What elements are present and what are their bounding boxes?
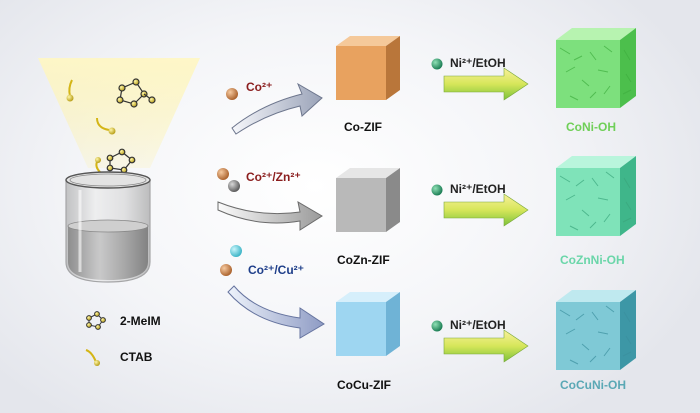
row2-ion-label: Co²⁺/Zn²⁺ (246, 170, 301, 184)
row3-reagent-label: Ni²⁺/EtOH (450, 318, 506, 332)
arrow-to-coni-oh (443, 67, 529, 101)
arrow-to-cocu-zif (227, 285, 325, 339)
meim-molecule-beaker (95, 148, 136, 174)
co-zif-cube (336, 36, 400, 100)
legend-ctab-icon (85, 349, 100, 366)
coni-oh-cube (556, 28, 636, 108)
zn-ion-ball (228, 180, 240, 192)
cozn-zif-cube (336, 168, 400, 232)
light-cone (38, 58, 200, 168)
arrow-to-co-zif (231, 82, 323, 135)
co-ion-ball (220, 264, 232, 276)
row3-zif-label: CoCu-ZIF (337, 378, 391, 392)
ni-ion-ball (431, 58, 443, 70)
row3-ion-label: Co²⁺/Cu²⁺ (248, 263, 304, 277)
co-ion-ball (226, 88, 238, 100)
row1-ion-label: Co²⁺ (246, 80, 273, 94)
legend-meim-label: 2-MeIM (120, 314, 161, 328)
legend-meim-icon (86, 311, 106, 330)
arrow-to-cozn-zif (217, 201, 323, 231)
cocu-zif-cube (336, 292, 400, 356)
arrow-to-coznni-oh (443, 193, 529, 227)
row1-reagent-label: Ni²⁺/EtOH (450, 56, 506, 70)
coznni-oh-cube (556, 156, 636, 236)
cocuni-oh-cube (556, 290, 636, 370)
row2-zif-label: CoZn-ZIF (337, 253, 390, 267)
co-ion-ball (217, 168, 229, 180)
row1-zif-label: Co-ZIF (344, 120, 382, 134)
row2-product-label: CoZnNi-OH (560, 253, 625, 267)
legend-ctab-label: CTAB (120, 350, 153, 364)
beaker (65, 171, 151, 283)
meim-molecule (116, 78, 156, 108)
row3-product-label: CoCuNi-OH (560, 378, 626, 392)
cu-ion-ball (230, 245, 242, 257)
row2-reagent-label: Ni²⁺/EtOH (450, 182, 506, 196)
ni-ion-ball (431, 320, 443, 332)
arrow-to-cocuni-oh (443, 329, 529, 363)
ni-ion-ball (431, 184, 443, 196)
row1-product-label: CoNi-OH (566, 120, 616, 134)
ctab-molecule (66, 79, 116, 135)
